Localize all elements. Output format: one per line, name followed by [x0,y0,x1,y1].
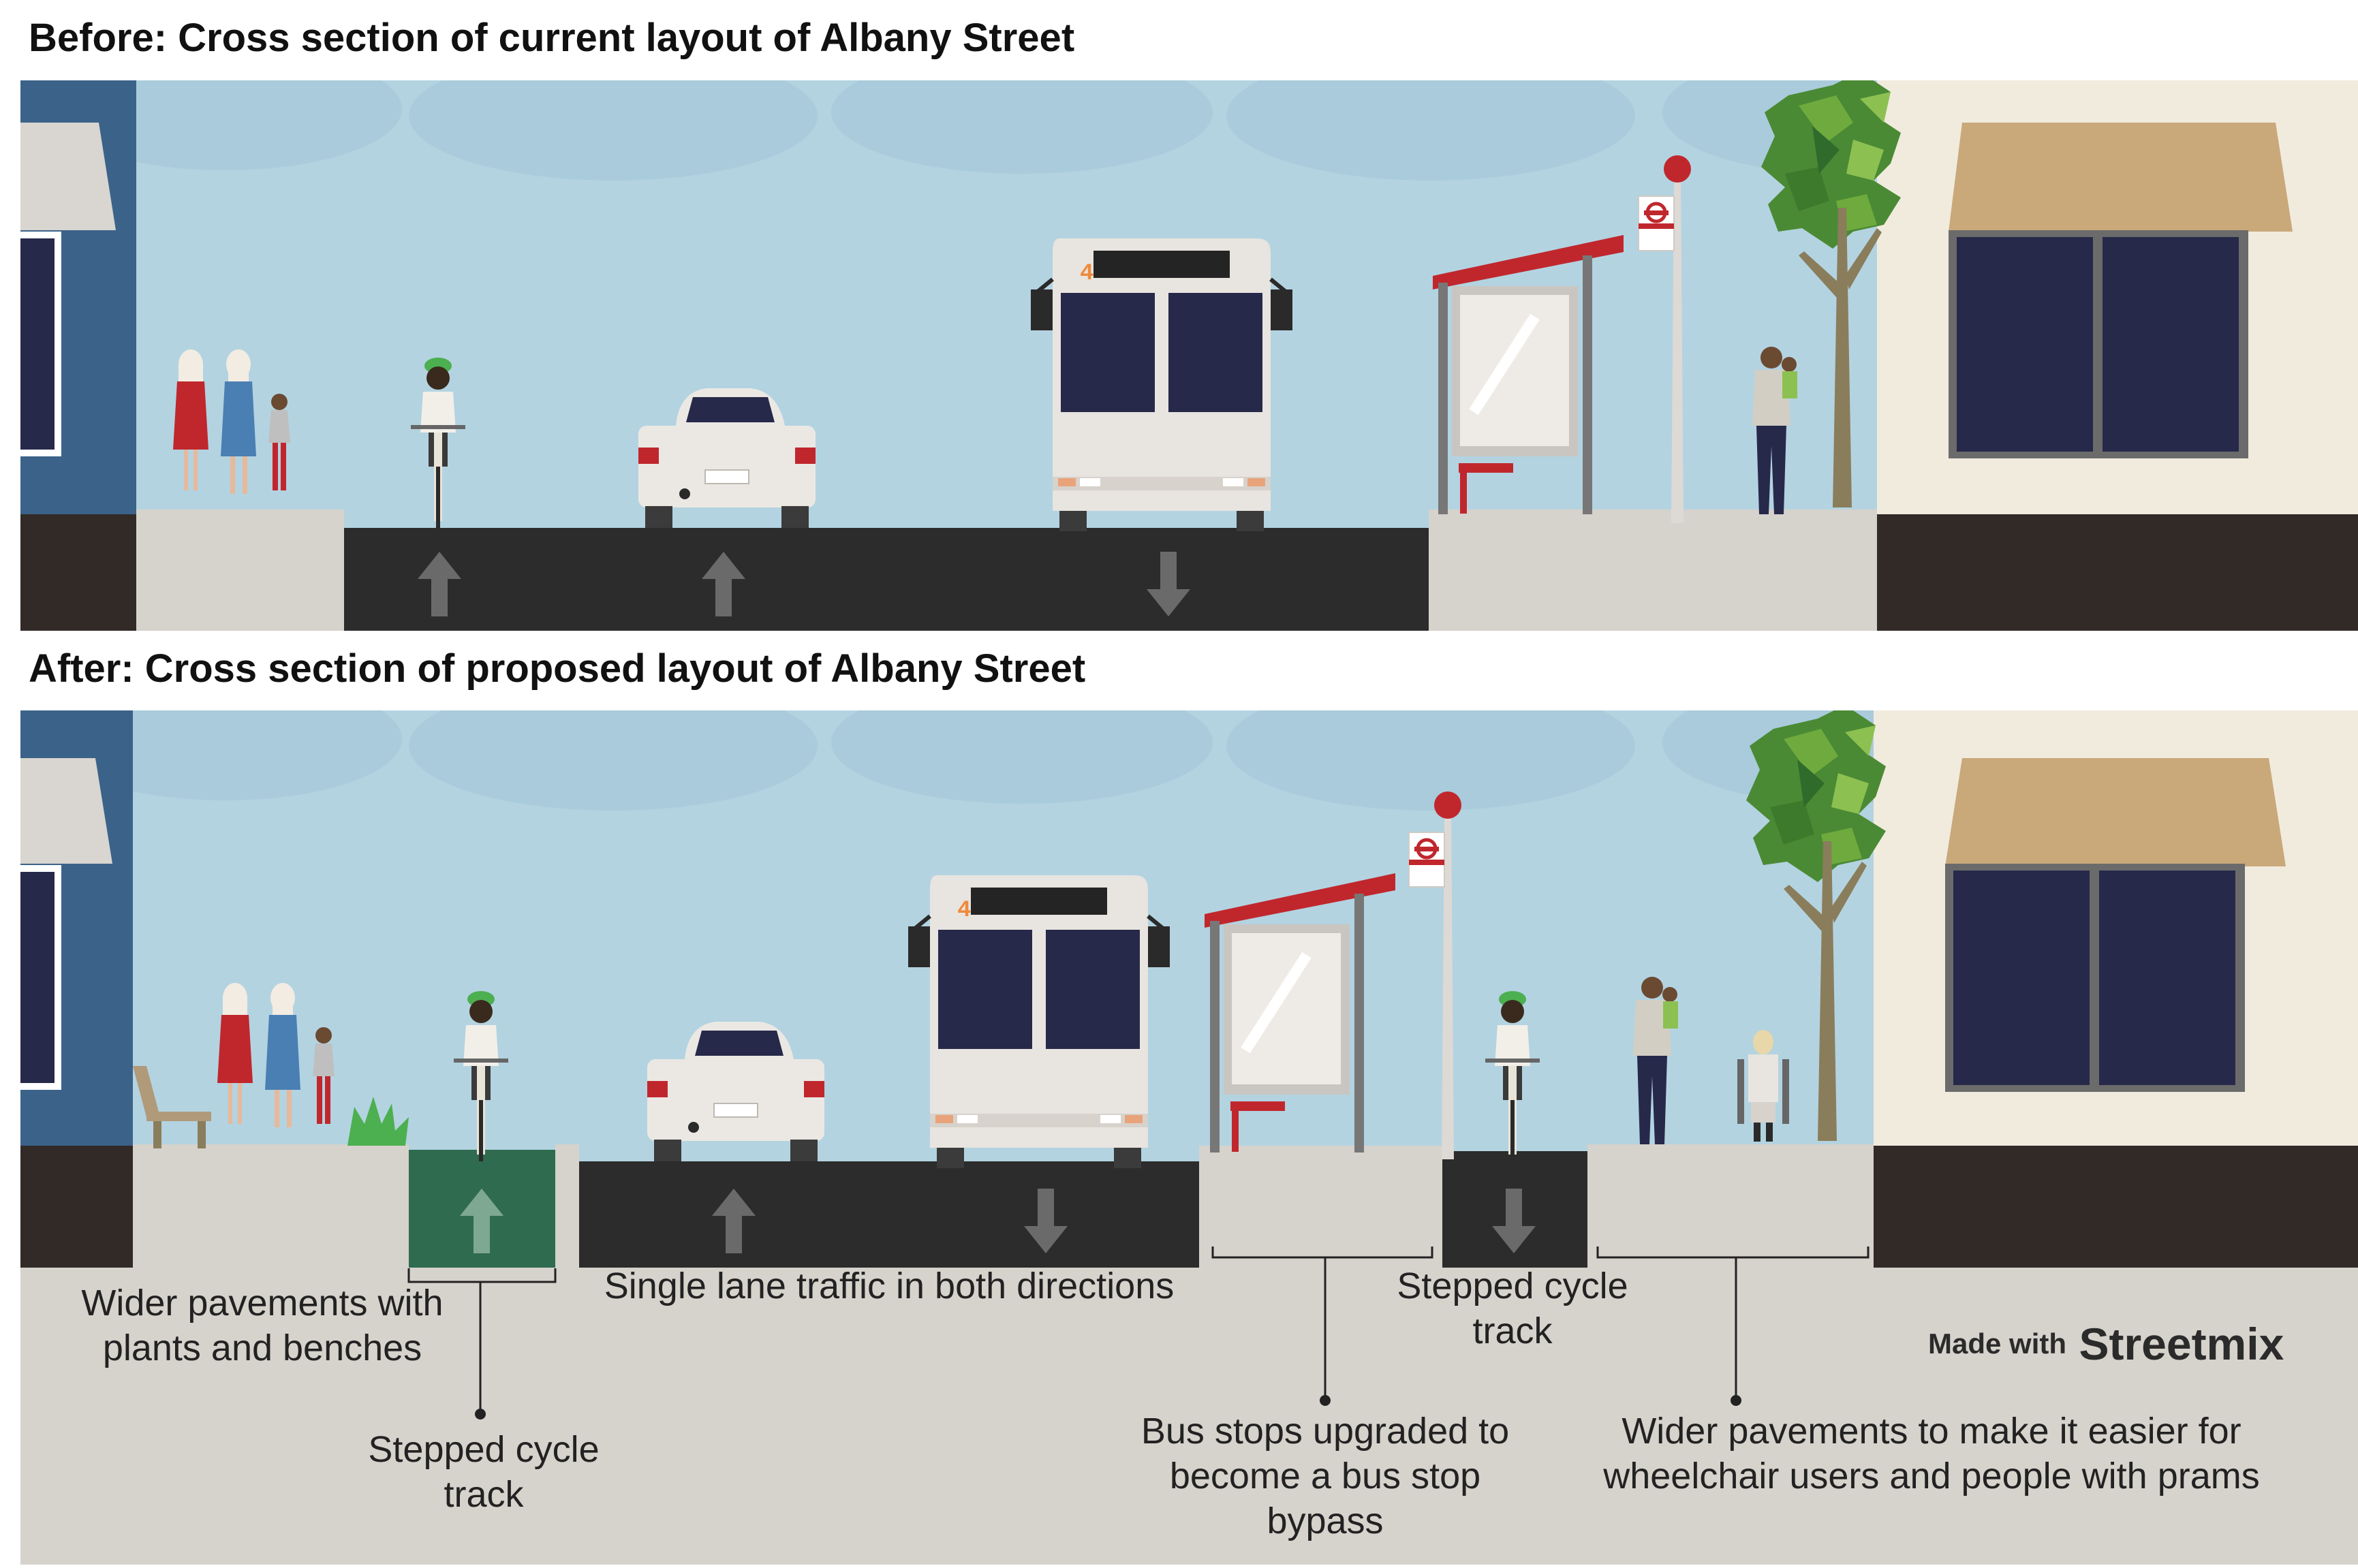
right-building [1874,710,2358,1146]
pavement-right [1429,509,1877,631]
building-base-right [1874,1146,2358,1268]
pavement-left [136,509,344,631]
building-base-left [20,1146,133,1268]
annotation-single-lane: Single lane traffic in both directions [604,1266,1175,1306]
building-base-left [20,514,136,631]
annotation-area [20,1268,2358,1565]
plant [347,1097,409,1146]
before-cross-section [20,80,2358,631]
annotation-bus-stop-bypass: Bus stops upgraded to become a bus stop … [1141,1411,1510,1541]
pavement-left [133,1144,409,1268]
bus [1031,238,1292,531]
bus-number: 4 [957,898,971,924]
annotation-stepped-cycle-right: Stepped cycle track [1397,1266,1628,1351]
bus-number: 4 [1080,261,1093,287]
before-title: Before: Cross section of current layout … [29,16,1075,60]
bus-stop-island [1199,1146,1442,1268]
bench [133,1066,211,1148]
left-building [20,80,136,516]
after-title: After: Cross section of proposed layout … [29,646,1086,691]
carriageway [344,528,1429,631]
streetmix-credit: Made with Streetmix [1928,1318,2284,1370]
kerb [555,1144,579,1268]
callout-dots [475,1395,1741,1420]
right-building [1877,80,2358,516]
building-base-right [1877,514,2358,631]
after-cross-section [20,710,2358,1565]
annotation-wider-pavements-wheelchair: Wider pavements to make it easier for wh… [1603,1411,2260,1496]
annotation-callouts [407,1246,1870,1411]
bus [908,875,1170,1168]
streetmix-logo-text: Streetmix [2079,1319,2284,1369]
credit-prefix: Made with [1928,1328,2067,1360]
annotation-stepped-cycle-left: Stepped cycle track [368,1429,600,1515]
annotation-wider-pavements-plants: Wider pavements with plants and benches [81,1283,444,1368]
carriageway [579,1161,1199,1268]
pavement-right [1587,1144,1874,1268]
left-building [20,710,133,1146]
